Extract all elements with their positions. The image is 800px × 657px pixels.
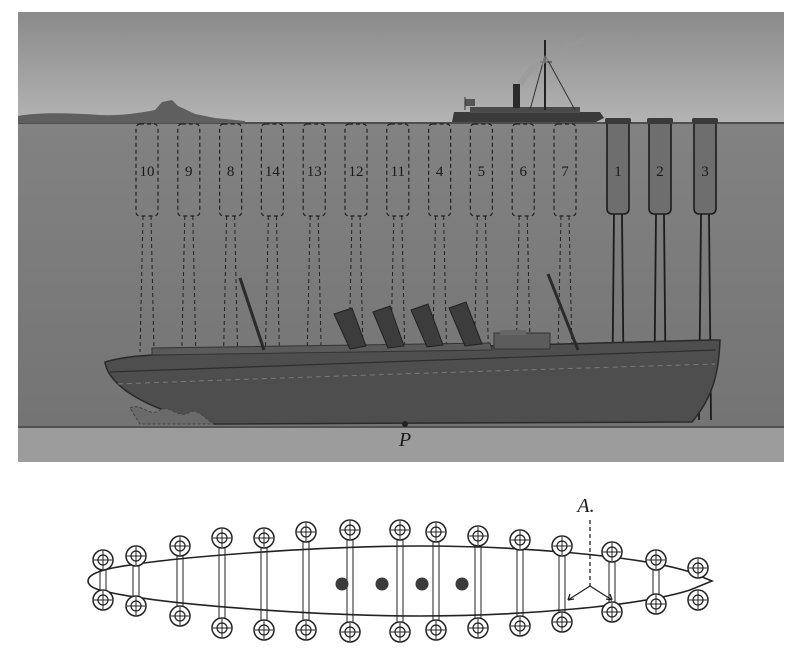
funnel	[333, 307, 367, 350]
pontoon-9: 9	[177, 123, 201, 353]
pontoon-wheel	[425, 521, 447, 543]
pontoon-wheel	[125, 595, 147, 617]
pontoon-wheel	[389, 519, 411, 541]
pontoon-7: 7	[553, 123, 577, 353]
pontoons-raised: 1 2 3	[605, 118, 718, 421]
pontoon-wheel	[467, 617, 489, 639]
sunken-liner	[104, 273, 721, 427]
pontoon-wheel	[509, 529, 531, 551]
pontoon-14: 14	[260, 123, 284, 353]
pontoon-wheel	[253, 619, 275, 641]
pontoon-wheel	[509, 615, 531, 637]
pontoon-wheel	[211, 617, 233, 639]
funnels-plan	[335, 577, 469, 591]
funnel-plan	[455, 577, 469, 591]
pontoon-label: 4	[436, 164, 444, 180]
liner-superstructure	[151, 342, 493, 356]
pontoon-label: 2	[656, 164, 664, 180]
pontoon-wheel	[295, 521, 317, 543]
pontoon-wheel	[687, 589, 709, 611]
pontoon-wheel	[169, 605, 191, 627]
pontoon-label: 6	[519, 164, 527, 180]
pontoon-wheel	[467, 525, 489, 547]
hull-outline-plan	[87, 545, 715, 617]
pontoon-wheel	[687, 557, 709, 579]
pontoon-wheel	[211, 527, 233, 549]
pontoon-label: 1	[614, 164, 622, 180]
pontoon-wheel	[253, 527, 275, 549]
pontoon-label: 13	[307, 164, 322, 180]
funnel-plan	[335, 577, 349, 591]
pontoon-label: 5	[478, 164, 486, 180]
pontoon-label: 9	[185, 164, 193, 180]
funnel-plan	[375, 577, 389, 591]
pontoon-wheels-plan	[92, 519, 709, 643]
sky	[18, 12, 784, 124]
pontoon-wheel	[125, 545, 147, 567]
marker-a-pointers	[567, 520, 613, 601]
lifting-rods-plan	[99, 540, 660, 622]
mast	[546, 273, 580, 351]
pontoon-wheel	[551, 535, 573, 557]
pontoon-wheel	[601, 541, 623, 563]
pontoon-wheel	[339, 621, 361, 643]
pontoon-label: 11	[391, 164, 405, 180]
pontoon-wheel	[295, 619, 317, 641]
plan-view: A.	[87, 495, 715, 643]
funnel	[410, 303, 444, 348]
pontoon-label: 12	[349, 164, 364, 180]
liner-hull	[104, 339, 721, 425]
pontoon-8: 8	[219, 123, 243, 353]
headland	[18, 100, 245, 123]
funnel	[448, 301, 483, 347]
pontoon-label: 10	[140, 164, 155, 180]
pontoon-wheel	[92, 549, 114, 571]
pontoon-wheel	[339, 519, 361, 541]
pontoon-label: 3	[701, 164, 709, 180]
funnel	[372, 305, 405, 349]
pontoon-13: 13	[302, 123, 326, 353]
pontoon-wheel	[389, 621, 411, 643]
point-p-label: P	[398, 429, 411, 451]
pontoon-wheel	[601, 601, 623, 623]
point-p-marker	[402, 421, 408, 427]
pontoon-wheel	[169, 535, 191, 557]
pontoon-label: 8	[227, 164, 235, 180]
sea-bed	[18, 426, 784, 462]
pontoon-wheel	[92, 589, 114, 611]
mast	[238, 277, 266, 351]
pontoon-wheel	[645, 549, 667, 571]
marker-a-label: A.	[575, 495, 594, 517]
pontoon-wheel	[551, 611, 573, 633]
pontoon-10: 10	[135, 123, 159, 353]
pontoon-wheel	[425, 619, 447, 641]
funnel-plan	[415, 577, 429, 591]
pontoon-label: 7	[561, 164, 569, 180]
pontoon-wheel	[645, 593, 667, 615]
pontoon-1: 1	[605, 118, 631, 421]
pontoon-label: 14	[265, 164, 281, 180]
salvage-steamer	[452, 37, 604, 122]
pontoon-6: 6	[511, 123, 535, 353]
